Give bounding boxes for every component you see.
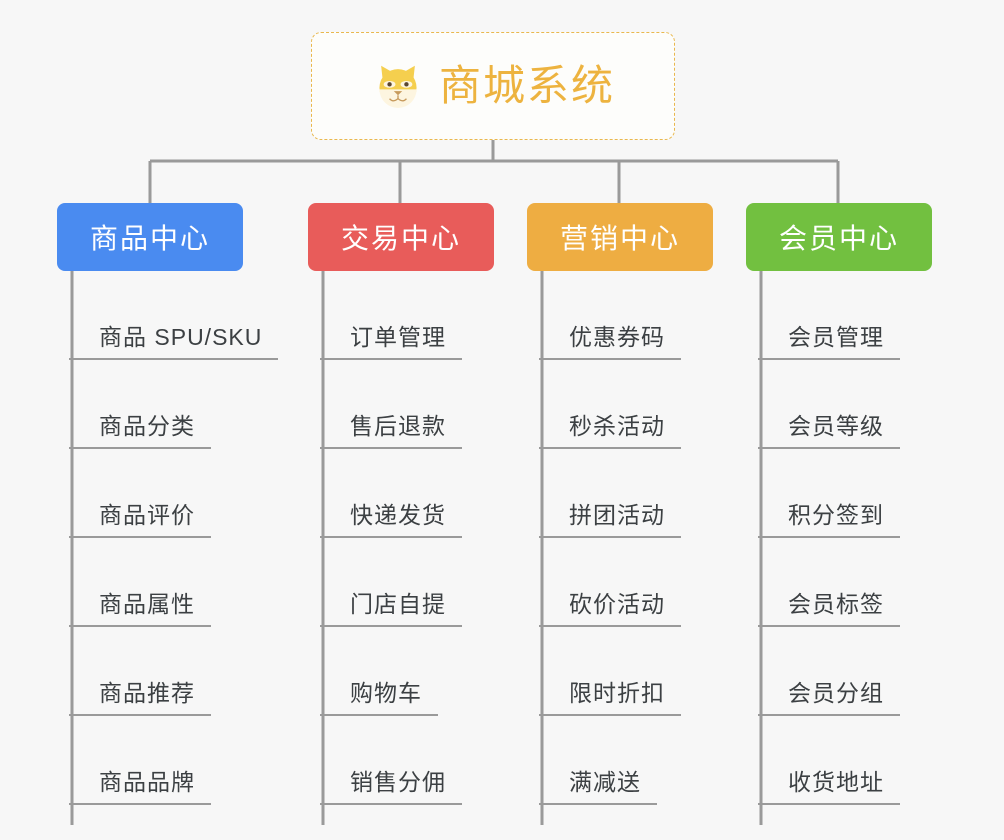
category-header-2[interactable]: 营销中心 (527, 203, 713, 271)
list-item[interactable]: 快递发货 (320, 449, 494, 538)
leaf-label: 拼团活动 (539, 504, 681, 538)
list-item[interactable]: 门店自提 (320, 538, 494, 627)
list-item[interactable]: 商品 SPU/SKU (69, 271, 279, 360)
leaf-label: 购物车 (320, 682, 438, 716)
list-item[interactable]: 满减送 (539, 716, 713, 805)
leaf-label: 限时折扣 (539, 682, 681, 716)
leaf-label: 商品 SPU/SKU (69, 326, 279, 360)
list-item[interactable]: 优惠券码 (539, 271, 713, 360)
leaf-label: 销售分佣 (320, 771, 462, 805)
list-item[interactable]: 商品属性 (69, 538, 243, 627)
leaf-label: 商品品牌 (69, 771, 211, 805)
list-item[interactable]: 会员分组 (758, 627, 932, 716)
leaf-label: 会员分组 (758, 682, 900, 716)
leaf-label: 会员标签 (758, 593, 900, 627)
list-item[interactable]: 会员等级 (758, 360, 932, 449)
list-item[interactable]: 会员管理 (758, 271, 932, 360)
list-item[interactable]: 商品品牌 (69, 716, 243, 805)
leaf-label: 门店自提 (320, 593, 462, 627)
leaf-label: 商品分类 (69, 415, 211, 449)
category-column-2: 营销中心 优惠券码 秒杀活动 拼团活动 砍价活动 限时折扣 满减送 (527, 203, 713, 805)
leaf-label: 收货地址 (758, 771, 900, 805)
leaf-label: 会员等级 (758, 415, 900, 449)
list-item[interactable]: 会员标签 (758, 538, 932, 627)
list-item[interactable]: 秒杀活动 (539, 360, 713, 449)
leaf-list-3: 会员管理 会员等级 积分签到 会员标签 会员分组 收货地址 (746, 271, 932, 805)
category-header-0[interactable]: 商品中心 (57, 203, 243, 271)
list-item[interactable]: 积分签到 (758, 449, 932, 538)
root-node[interactable]: 商城系统 (311, 32, 675, 140)
root-title: 商城系统 (438, 62, 615, 109)
list-item[interactable]: 商品推荐 (69, 627, 243, 716)
leaf-label: 商品属性 (69, 593, 211, 627)
leaf-list-1: 订单管理 售后退款 快递发货 门店自提 购物车 销售分佣 (308, 271, 494, 805)
leaf-label: 砍价活动 (539, 593, 681, 627)
list-item[interactable]: 销售分佣 (320, 716, 494, 805)
list-item[interactable]: 购物车 (320, 627, 494, 716)
list-item[interactable]: 商品分类 (69, 360, 243, 449)
category-column-1: 交易中心 订单管理 售后退款 快递发货 门店自提 购物车 销售分佣 (308, 203, 494, 805)
leaf-label: 订单管理 (320, 326, 462, 360)
list-item[interactable]: 收货地址 (758, 716, 932, 805)
list-item[interactable]: 售后退款 (320, 360, 494, 449)
leaf-label: 优惠券码 (539, 326, 681, 360)
category-column-0: 商品中心 商品 SPU/SKU 商品分类 商品评价 商品属性 商品推荐 商品品牌 (57, 203, 279, 805)
leaf-list-2: 优惠券码 秒杀活动 拼团活动 砍价活动 限时折扣 满减送 (527, 271, 713, 805)
category-header-3[interactable]: 会员中心 (746, 203, 932, 271)
list-item[interactable]: 拼团活动 (539, 449, 713, 538)
leaf-label: 积分签到 (758, 504, 900, 538)
leaf-label: 商品评价 (69, 504, 211, 538)
list-item[interactable]: 限时折扣 (539, 627, 713, 716)
shiba-dog-emoji-icon (379, 65, 417, 108)
category-header-1[interactable]: 交易中心 (308, 203, 494, 271)
leaf-label: 快递发货 (320, 504, 462, 538)
list-item[interactable]: 砍价活动 (539, 538, 713, 627)
leaf-list-0: 商品 SPU/SKU 商品分类 商品评价 商品属性 商品推荐 商品品牌 (57, 271, 279, 805)
leaf-label: 满减送 (539, 771, 657, 805)
list-item[interactable]: 商品评价 (69, 449, 243, 538)
leaf-label: 商品推荐 (69, 682, 211, 716)
leaf-label: 秒杀活动 (539, 415, 681, 449)
leaf-label: 会员管理 (758, 326, 900, 360)
leaf-label: 售后退款 (320, 415, 462, 449)
list-item[interactable]: 订单管理 (320, 271, 494, 360)
category-column-3: 会员中心 会员管理 会员等级 积分签到 会员标签 会员分组 收货地址 (746, 203, 932, 805)
